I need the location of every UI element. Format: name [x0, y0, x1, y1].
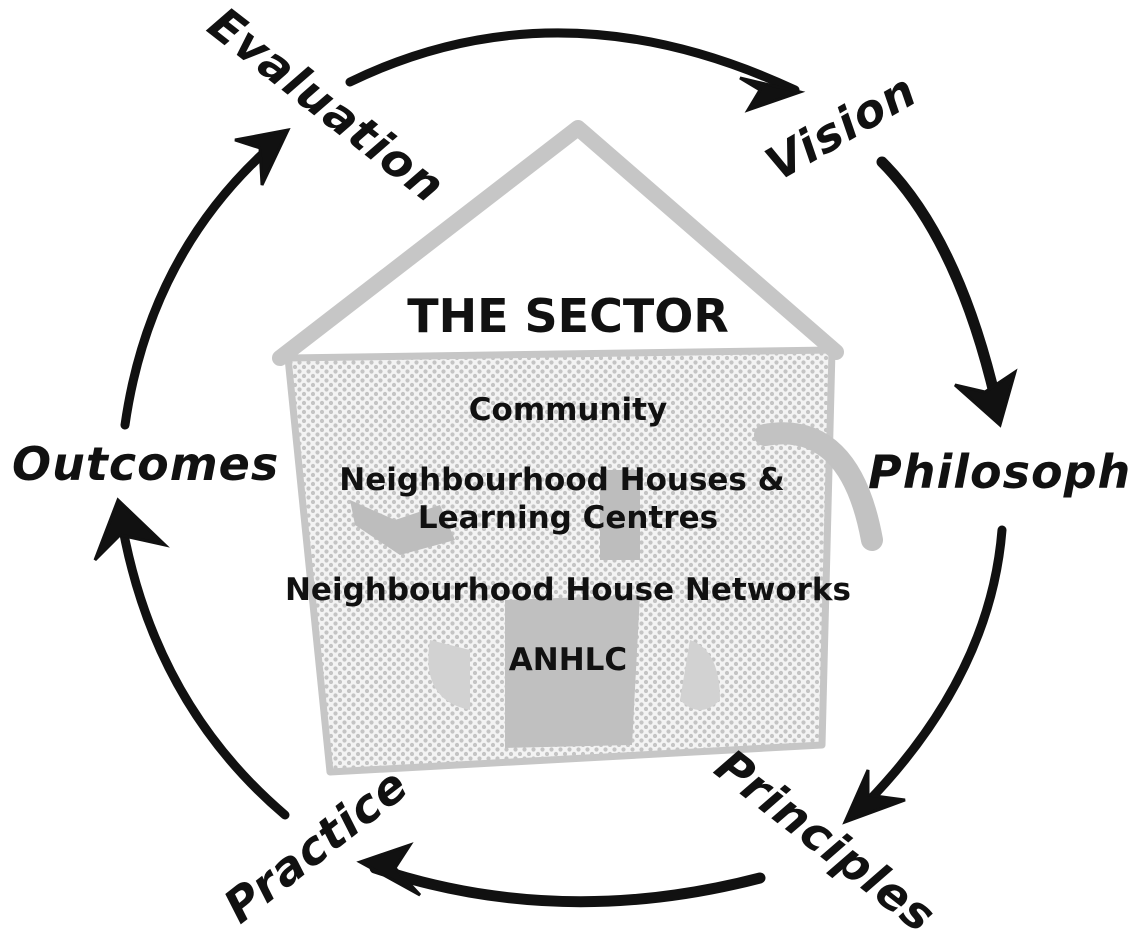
arrow-outcomes-to-evaluation — [120, 135, 283, 430]
center-item-community: Community — [469, 392, 667, 428]
label-principles: Principles — [705, 738, 946, 937]
center-item-learning-centres: Learning Centres — [418, 500, 718, 536]
house-figure-bottom-right — [680, 640, 720, 710]
center-title: THE SECTOR — [407, 289, 729, 343]
arrow-philosophy-to-principles — [853, 525, 1007, 817]
cycle-arrows — [93, 28, 1018, 908]
arrowhead-principles — [842, 769, 906, 825]
label-philosophy: Philosophy — [868, 445, 1130, 499]
house-figure-left — [350, 500, 455, 555]
house-figure-right-arm — [754, 422, 883, 551]
arrow-evaluation-to-vision — [345, 28, 800, 95]
arrowhead-vision — [739, 76, 806, 113]
arrow-practice-to-outcomes — [115, 507, 290, 820]
arrowhead-outcomes — [93, 497, 170, 562]
house-figure-bottom-left — [428, 640, 470, 710]
label-outcomes: Outcomes — [12, 437, 279, 491]
arrow-vision-to-philosophy — [876, 156, 1004, 416]
house-figure-middle — [600, 470, 640, 560]
label-practice: Practice — [214, 757, 419, 933]
center-item-neighbourhood-houses: Neighbourhood Houses & — [339, 462, 784, 498]
arrowhead-philosophy — [954, 368, 1018, 428]
arrowhead-practice — [356, 842, 422, 897]
arrowhead-evaluation — [234, 127, 291, 186]
center-item-anhlc: ANHLC — [509, 642, 627, 678]
arrow-principles-to-practice — [369, 862, 766, 908]
house-figure-bottom — [505, 595, 640, 748]
house-illustration — [272, 120, 883, 776]
house-roof — [272, 120, 844, 366]
center-item-networks: Neighbourhood House Networks — [285, 572, 851, 608]
